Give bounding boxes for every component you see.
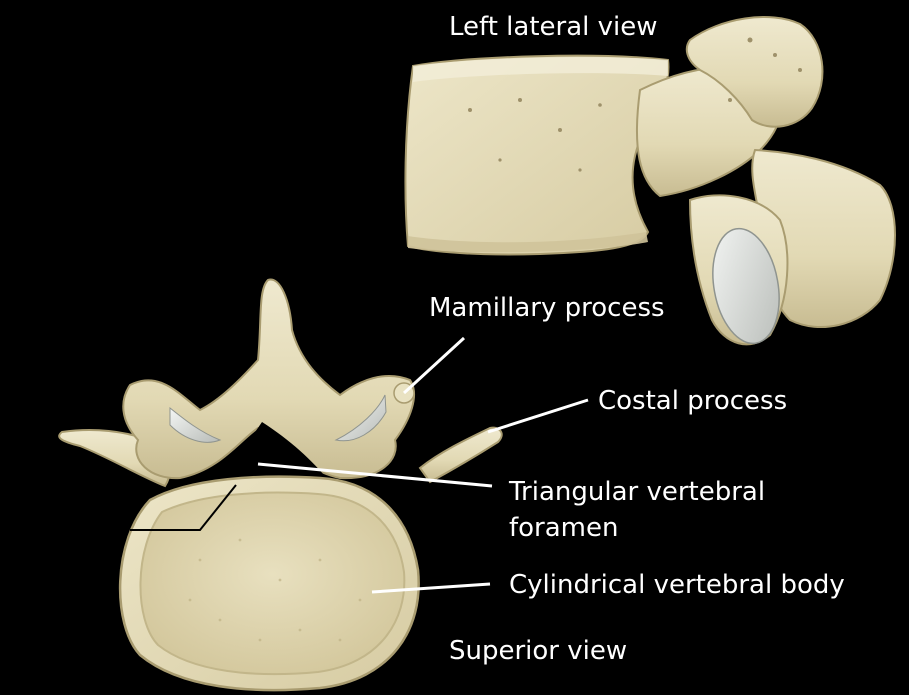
lateral-view-vertebra bbox=[404, 16, 896, 346]
label-foramen: foramen bbox=[509, 513, 619, 543]
lateral-vertebral-body bbox=[404, 54, 670, 256]
leader-line-mamillary bbox=[402, 336, 466, 395]
label-cylindrical-vertebral-body: Cylindrical vertebral body bbox=[509, 570, 845, 600]
lateral-superior-articular-process bbox=[685, 16, 824, 128]
leader-lines bbox=[130, 336, 589, 594]
superior-left-articular-facet bbox=[169, 406, 222, 443]
label-triangular-vertebral: Triangular vertebral bbox=[509, 477, 766, 507]
lateral-foramina-dots bbox=[468, 37, 802, 172]
lateral-superior-endplate bbox=[413, 57, 668, 82]
superior-right-costal-process bbox=[418, 426, 503, 484]
label-mamillary-process: Mamillary process bbox=[429, 293, 665, 323]
label-superior-view: Superior view bbox=[449, 636, 628, 666]
leader-line-triangular bbox=[257, 462, 493, 488]
superior-endplate-texture bbox=[188, 538, 362, 642]
lateral-articular-facet-cartilage bbox=[712, 227, 780, 345]
superior-right-articular-facet bbox=[334, 394, 387, 442]
superior-view-vertebra bbox=[58, 278, 503, 692]
leader-line-costal bbox=[487, 398, 589, 434]
leader-line-triangular-to-foramen bbox=[130, 484, 237, 531]
leader-line-cylindrical bbox=[371, 582, 491, 594]
label-costal-process: Costal process bbox=[598, 386, 788, 416]
label-left-lateral-view: Left lateral view bbox=[449, 12, 658, 42]
lateral-inferior-endplate bbox=[408, 232, 648, 253]
superior-endplate-surface bbox=[139, 491, 406, 676]
